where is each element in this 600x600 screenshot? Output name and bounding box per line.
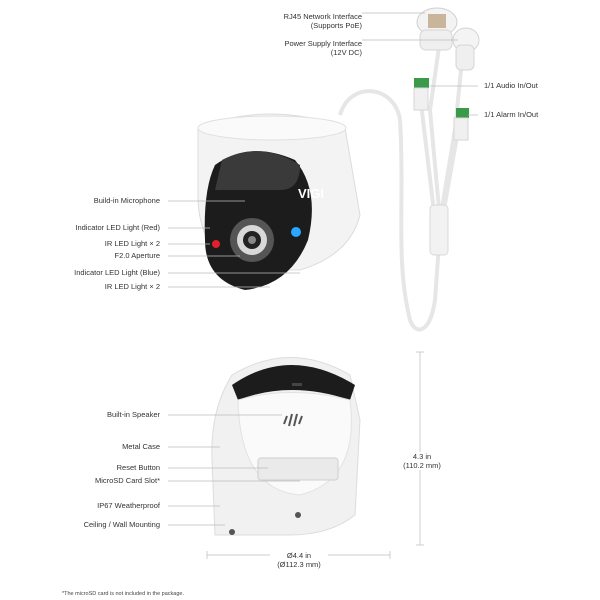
label-ip67: IP67 Weatherproof <box>97 501 160 510</box>
label-led-blue: Indicator LED Light (Blue) <box>74 268 160 277</box>
label-microsd: MicroSD Card Slot* <box>94 476 160 485</box>
label-mounting: Ceiling / Wall Mounting <box>83 520 160 529</box>
audio-terminal-icon <box>414 78 429 88</box>
microsd-slot-cover <box>257 457 339 481</box>
cable-assembly <box>338 39 464 332</box>
red-led-icon <box>212 240 220 248</box>
label-alarm: 1/1 Alarm In/Out <box>484 110 539 119</box>
label-aperture: F2.0 Aperture <box>114 251 160 260</box>
label-microphone: Build-in Microphone <box>93 196 160 205</box>
height-dimension: 4.3 in(110.2 mm) <box>403 452 441 470</box>
label-led-red: Indicator LED Light (Red) <box>75 223 160 232</box>
leader-lines <box>168 12 478 559</box>
footnote: *The microSD card is not included in the… <box>62 591 184 597</box>
camera-back <box>211 357 361 536</box>
label-speaker: Built-in Speaker <box>107 410 160 419</box>
alarm-terminal-icon <box>456 108 469 118</box>
blue-led-icon <box>291 227 301 237</box>
label-ir-led-1: IR LED Light × 2 <box>104 239 160 248</box>
rj45-connector-icon <box>416 7 458 51</box>
camera-front: VIGI <box>197 113 361 290</box>
label-power: Power Supply Interface(12V DC) <box>284 39 362 57</box>
label-metal-case: Metal Case <box>122 442 160 451</box>
width-dimension: Ø4.4 in(Ø112.3 mm) <box>270 551 328 569</box>
label-reset: Reset Button <box>116 463 160 472</box>
label-audio: 1/1 Audio In/Out <box>484 81 538 90</box>
cable-junction <box>429 204 449 256</box>
power-connector-icon <box>452 27 480 71</box>
vigi-logo: VIGI <box>298 186 324 201</box>
speaker-grille-icon <box>283 413 303 427</box>
label-rj45: RJ45 Network Interface(Supports PoE) <box>283 12 362 30</box>
label-ir-led-2: IR LED Light × 2 <box>104 282 160 291</box>
